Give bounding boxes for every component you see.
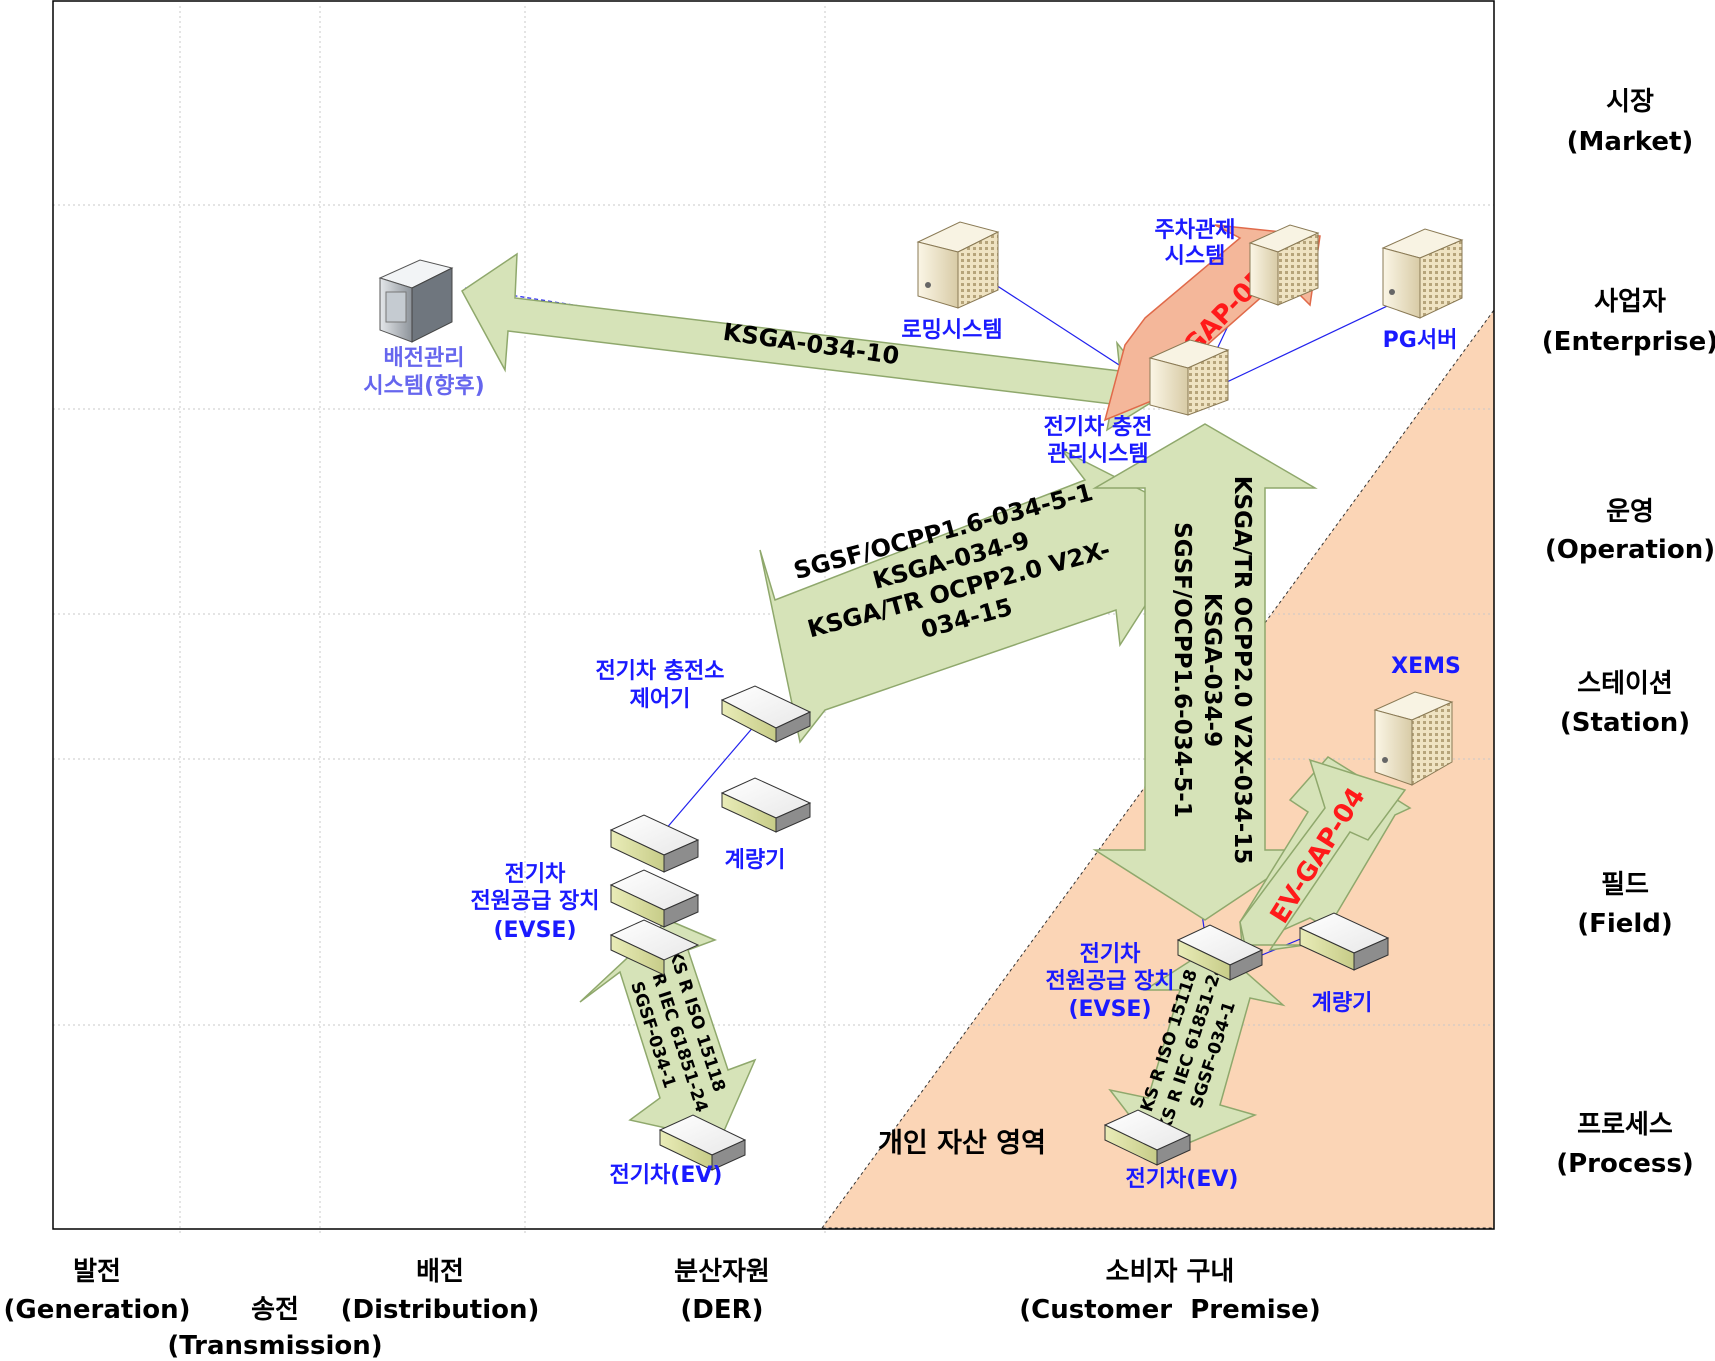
station-controller-device-icon — [720, 685, 812, 743]
ev-right-label: 전기차(EV) — [1126, 1167, 1239, 1192]
domain-der-2: (DER) — [680, 1295, 763, 1325]
domain-distribution-1: 배전 — [416, 1257, 464, 1287]
meter-right-label: 계량기 — [1312, 991, 1373, 1016]
ksga-034-10-arrow: KSGA-034-10 — [461, 252, 1162, 432]
diagram-frame — [52, 0, 1495, 1230]
dms-label-1: 배전관리 — [384, 346, 465, 371]
evse-right-label-2: 전원공급 장치 — [1045, 969, 1174, 994]
pg-label: PG서버 — [1383, 328, 1458, 353]
xems-server-icon — [1373, 691, 1454, 786]
domain-labels: 발전 (Generation) 송전 (Transmission) 배전 (Di… — [4, 1257, 1321, 1361]
domain-customer-2: (Customer Premise) — [1019, 1295, 1320, 1325]
evse-left-device-icon-1 — [609, 814, 700, 873]
layer-field-1: 필드 — [1601, 870, 1649, 900]
layer-operation-2: (Operation) — [1545, 535, 1715, 565]
meter-left-label: 계량기 — [725, 848, 786, 873]
evse-left-device-icon-3 — [609, 919, 700, 976]
domain-distribution-2: (Distribution) — [341, 1295, 540, 1325]
domain-der-1: 분산자원 — [674, 1257, 770, 1287]
roaming-label: 로밍시스템 — [901, 318, 1002, 343]
private-area-label: 개인 자산 영역 — [878, 1128, 1046, 1159]
ocpp-vert-line3: SGSF/OCPP1.6-034-5-1 — [1169, 522, 1195, 818]
station-ctrl-label-1: 전기차 충전소 — [595, 659, 724, 684]
layer-field-2: (Field) — [1577, 909, 1673, 939]
meter-right-device-icon — [1298, 912, 1390, 971]
domain-generation-1: 발전 — [73, 1257, 121, 1287]
roaming-server-icon — [916, 221, 1000, 309]
layer-station-2: (Station) — [1560, 708, 1690, 738]
domain-transmission-1: 송전 — [251, 1295, 299, 1325]
ocpp-vertical-arrow: KSGA/TR OCPP2.0 V2X-034-15 KSGA-034-9 SG… — [1092, 423, 1318, 921]
domain-generation-2: (Generation) — [4, 1295, 191, 1325]
layer-market-2: (Market) — [1567, 127, 1694, 157]
layer-labels: 시장 (Market) 사업자 (Enterprise) 운영 (Operati… — [1542, 87, 1715, 1179]
parking-label-1: 주차관제 — [1155, 218, 1236, 243]
layer-enterprise-1: 사업자 — [1594, 287, 1666, 317]
parking-server-icon — [1248, 224, 1320, 306]
domain-transmission-2: (Transmission) — [167, 1331, 382, 1361]
dms-label-2: 시스템(향후) — [363, 374, 484, 399]
evse-left-label-1: 전기차 — [505, 862, 566, 887]
csms-label-1: 전기차 충전 — [1044, 415, 1153, 440]
ocpp-vert-line2: KSGA-034-9 — [1199, 593, 1225, 747]
layer-enterprise-2: (Enterprise) — [1542, 327, 1715, 357]
iso-right-arrow: KS R ISO 15118 KS R IEC 61851-24 SGSF-03… — [1108, 944, 1286, 1156]
evse-right-device-icon — [1176, 924, 1264, 981]
ev-left-device-icon — [658, 1114, 747, 1171]
evse-left-device-icon-2 — [609, 869, 700, 928]
domain-customer-1: 소비자 구내 — [1106, 1257, 1235, 1287]
ocpp-diagonal-arrow: SGSF/OCPP1.6-034-5-1 KSGA-034-9 KSGA/TR … — [759, 449, 1202, 744]
ev-left-label: 전기차(EV) — [610, 1163, 723, 1188]
csms-server-icon — [1148, 339, 1230, 416]
layer-station-1: 스테이션 — [1577, 669, 1673, 699]
evse-left-label-3: (EVSE) — [493, 918, 576, 943]
evse-right-label-3: (EVSE) — [1068, 997, 1151, 1022]
station-ctrl-label-2: 제어기 — [630, 687, 691, 712]
dms-computer-icon — [378, 259, 454, 343]
pg-server-icon — [1381, 228, 1464, 319]
evse-left-label-2: 전원공급 장치 — [470, 889, 599, 914]
layer-operation-1: 운영 — [1606, 497, 1654, 527]
layer-market-1: 시장 — [1606, 87, 1654, 117]
csms-label-2: 관리시스템 — [1047, 442, 1148, 467]
xems-label: XEMS — [1391, 654, 1461, 679]
meter-left-device-icon — [720, 777, 812, 833]
layer-process-2: (Process) — [1556, 1149, 1694, 1179]
ev-right-device-icon — [1103, 1109, 1192, 1166]
ocpp-vert-line1: KSGA/TR OCPP2.0 V2X-034-15 — [1229, 476, 1255, 865]
layer-process-1: 프로세스 — [1577, 1110, 1673, 1140]
parking-label-2: 시스템 — [1165, 244, 1226, 269]
evse-right-label-1: 전기차 — [1080, 942, 1141, 967]
